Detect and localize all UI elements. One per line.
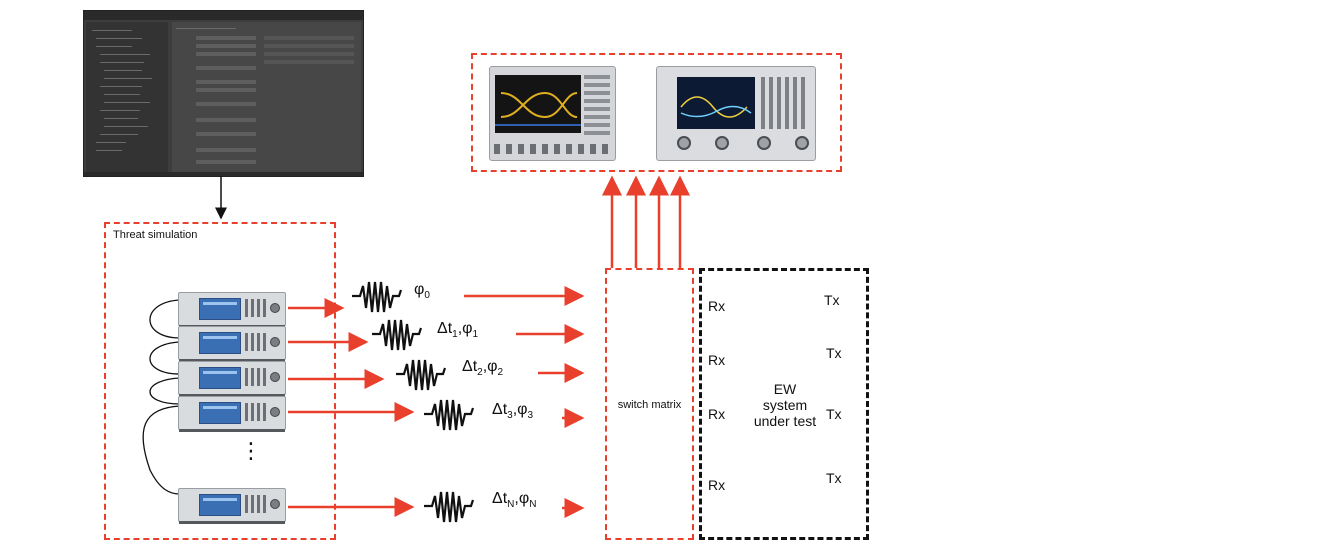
rx-label-1: Rx — [708, 298, 726, 314]
signal-label-2: Δt2,φ2 — [462, 358, 504, 379]
signal-label-1: Δt1,φ1 — [437, 320, 479, 341]
gen-link-4 — [142, 405, 181, 495]
rx-label-4: Rx — [708, 477, 726, 493]
signal-label-0: φ0 — [414, 281, 430, 302]
network-analyzer-icon — [656, 66, 816, 161]
oscilloscope-icon — [489, 66, 616, 161]
instruments-box — [471, 53, 842, 172]
ew-system-label: EW system under test — [753, 381, 817, 429]
software-status-bar — [84, 172, 363, 176]
tx-label-4: Tx — [826, 470, 842, 486]
switch-matrix-box — [605, 268, 694, 540]
gen-link-1 — [149, 299, 181, 339]
rx-label-2: Rx — [708, 352, 726, 368]
gen-link-2 — [149, 341, 181, 375]
threat-simulation-label: Threat simulation — [113, 229, 198, 241]
rx-label-3: Rx — [708, 406, 726, 422]
gen-link-3 — [149, 377, 181, 405]
signal-generator-icon — [178, 488, 286, 524]
signal-label-N: ΔtN,φN — [492, 490, 537, 511]
signal-generator-icon — [178, 292, 286, 328]
switch-matrix-label: switch matrix — [617, 399, 682, 411]
threat-simulation-box — [104, 222, 336, 540]
tx-label-3: Tx — [826, 406, 842, 422]
signal-generator-icon — [178, 326, 286, 362]
software-tree-pane — [86, 22, 168, 172]
simulation-software-screenshot — [83, 10, 364, 177]
signal-label-3: Δt3,φ3 — [492, 401, 534, 422]
software-properties-pane — [172, 22, 361, 172]
software-toolbar — [84, 11, 363, 20]
signal-generator-icon — [178, 396, 286, 432]
more-generators-ellipsis: ⋮ — [240, 438, 262, 463]
ew-system-box — [699, 268, 869, 540]
tx-label-1: Tx — [824, 292, 840, 308]
signal-generator-icon — [178, 361, 286, 397]
tx-label-2: Tx — [826, 345, 842, 361]
pulse-waveform-icon — [352, 281, 475, 523]
